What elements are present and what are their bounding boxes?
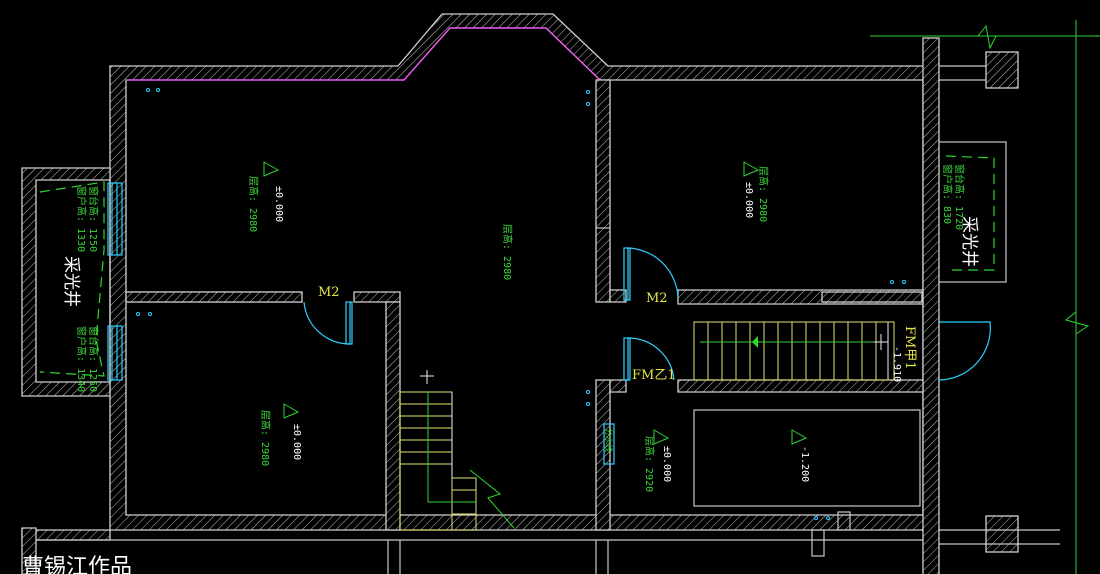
label-door-m2-left: M2: [318, 285, 340, 300]
elevation-markers: [263, 161, 808, 445]
window-left-bottom: [107, 325, 123, 381]
light-well-left-dashed-line: [39, 181, 105, 377]
label-top-left-height: 层高: 2980: [247, 176, 260, 232]
label-stair-level: -1.910: [891, 346, 902, 382]
basement-opening: [693, 409, 921, 507]
label-basement-level: -1.200: [799, 446, 810, 482]
label-light-well-left: 采光井: [61, 256, 81, 307]
light-well-right-dashed-line: [945, 155, 995, 271]
exterior-walls: [109, 13, 939, 531]
room-top-left-outline: [126, 27, 601, 81]
label-light-well-left-sill-top: 窗台高: 1250: [87, 186, 100, 252]
stair-lower-center: [399, 370, 515, 531]
door-m2-left-swing: [303, 301, 351, 345]
exterior-wall-outline: [109, 13, 939, 531]
label-top-right-height: 层高: 2980: [757, 166, 770, 222]
column-bottom-right: [985, 515, 1019, 553]
doors: [303, 247, 679, 381]
partition-wall-mid-left: [125, 291, 303, 303]
window-left-top: [107, 182, 123, 256]
stair-upper-right: [693, 321, 895, 381]
partition-wall-vertical-right: [595, 79, 611, 303]
door-fm-yi-swing: [627, 337, 675, 381]
light-well-left-wall: [21, 167, 111, 397]
right-column-wall: [922, 37, 940, 574]
column-top-right: [985, 51, 1019, 89]
label-door-fm-jia: FM甲1: [902, 326, 917, 370]
label-light-well-left-window-top: 窗户高: 1330: [75, 186, 88, 252]
label-bottom-mid-level: ±0.000: [661, 446, 672, 482]
light-well-left: [21, 167, 123, 397]
label-light-well-left-window-bottom: 窗户高: 1340: [75, 326, 88, 392]
label-light-well-right: 采光井: [959, 216, 979, 267]
plan-labels: ±0.000 层高: 2980 ±0.000 层高: 2980 层高: 2980…: [22, 164, 979, 574]
label-top-right-level: ±0.000: [743, 182, 754, 218]
door-arc-right: [937, 321, 991, 381]
site-structure-right: [870, 20, 1100, 574]
fixture-bottom-mid: [603, 423, 615, 465]
label-bottom-left-height: 层高: 2980: [259, 410, 272, 466]
author-credit: 曹锡江作品: [22, 555, 132, 574]
interior-partitions: [125, 27, 924, 531]
detail-dots: [136, 88, 906, 520]
label-door-fm-yi: FM乙1: [632, 368, 676, 383]
label-top-left-level: ±0.000: [273, 186, 284, 222]
label-small-note: 分水线: [604, 428, 614, 452]
label-bottom-left-level: ±0.000: [291, 424, 302, 460]
label-door-m2-right: M2: [646, 291, 668, 306]
label-bottom-mid-height: 层高: 2920: [643, 436, 656, 492]
partition-wall-vertical-left: [385, 301, 401, 531]
label-center-height: 层高: 2980: [501, 224, 514, 280]
label-light-well-right-window: 窗户高: 830: [941, 164, 954, 224]
door-m2-right-swing: [627, 247, 679, 300]
label-light-well-right-sill: 窗台高: 1720: [953, 164, 966, 230]
bottom-wall-strip: [21, 511, 923, 574]
label-light-well-left-sill-bottom: 窗台高: 1250: [87, 326, 100, 392]
